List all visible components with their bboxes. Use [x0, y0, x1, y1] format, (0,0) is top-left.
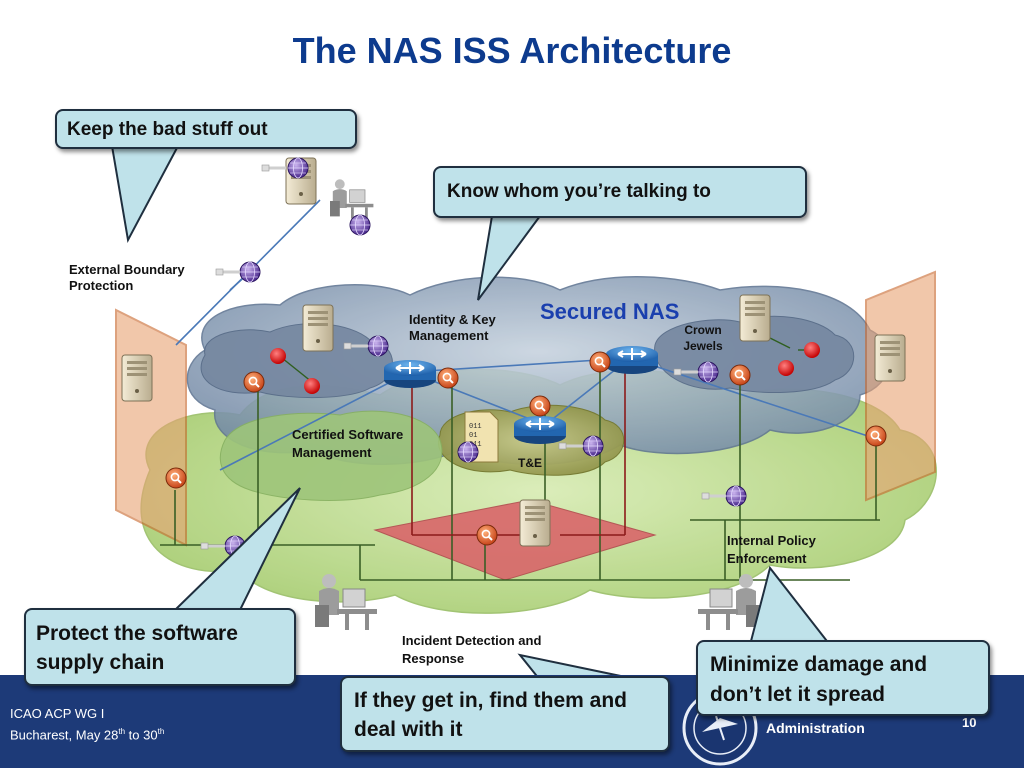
callout-know-whom: Know whom you’re talking to [433, 166, 807, 218]
secured-nas-label: Secured NAS [540, 299, 680, 324]
incident-response-links [411, 370, 626, 536]
page-number: 10 [962, 715, 977, 730]
threat-dot-icon [270, 348, 286, 364]
internal-policy-label: Internal Policy Enforcement [727, 533, 816, 566]
page-title: The NAS ISS Architecture [292, 30, 732, 71]
identity-key-label: Identity & Key Management [409, 312, 496, 343]
administration-label: Administration [766, 720, 865, 736]
threat-dot-icon [304, 378, 320, 394]
callout-protect-supply-chain: Protect the software supply chain [24, 608, 296, 686]
footer-meta: ICAO ACP WG I Bucharest, May 28th to 30t… [10, 705, 164, 744]
callout-keep-bad-stuff-out: Keep the bad stuff out [55, 109, 357, 149]
threat-dot-icon [804, 342, 820, 358]
certified-software-label: Certified Software Management [292, 427, 404, 460]
footer-location: Bucharest, May 28th to 30th [10, 727, 165, 743]
external-boundary-label: External Boundary Protection [69, 262, 185, 293]
incident-zone-diamond [373, 499, 657, 581]
callout-minimize-damage: Minimize damage and don’t let it spread [696, 640, 990, 716]
svg-text:01: 01 [469, 432, 477, 440]
crown-jewels-label: Crown Jewels [683, 323, 723, 353]
svg-text:011: 011 [469, 423, 482, 431]
threat-dot-icon [778, 360, 794, 376]
t-and-e-label: T&E [518, 456, 542, 470]
footer-group: ICAO ACP WG I [10, 706, 105, 721]
incident-detection-label: Incident Detection and Response [402, 633, 542, 666]
callout-find-them: If they get in, find them and deal with … [340, 676, 670, 752]
software-cloud [219, 410, 443, 501]
